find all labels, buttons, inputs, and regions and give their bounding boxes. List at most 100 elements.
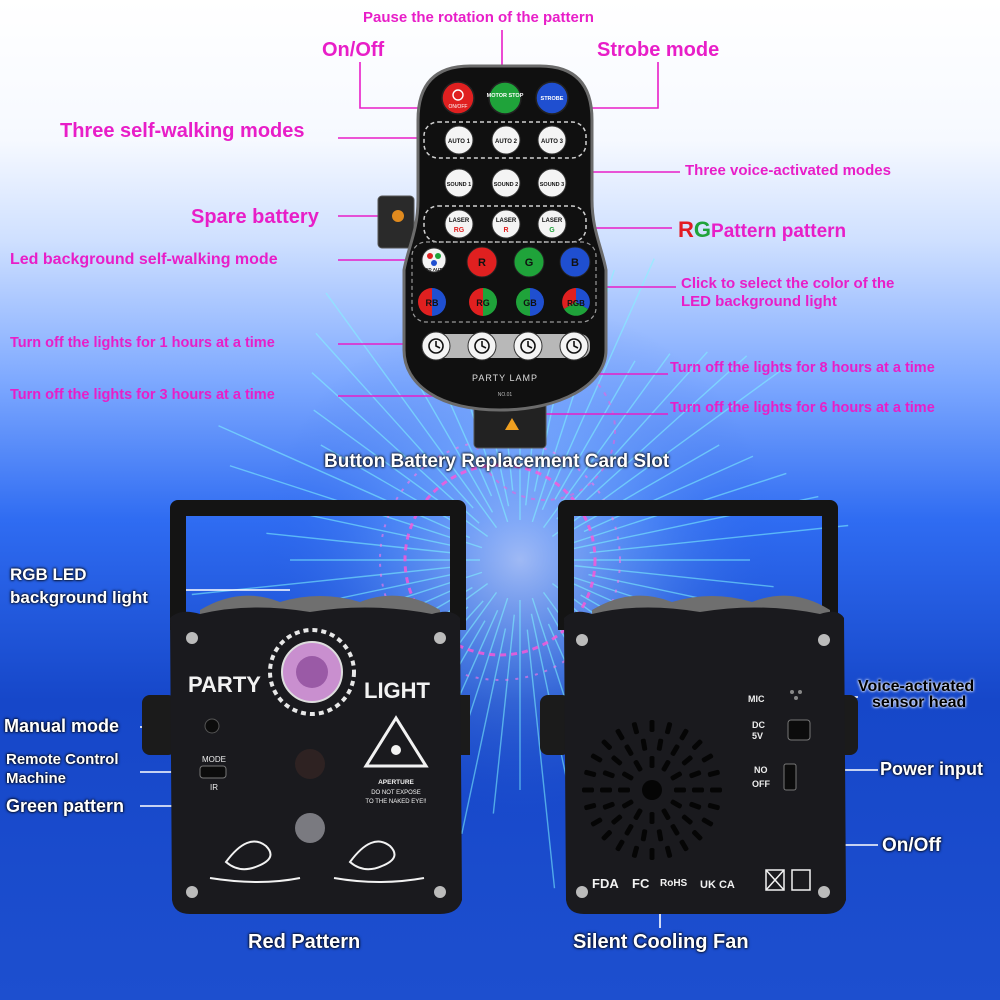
sound-3-label: SOUND 3: [540, 182, 564, 188]
power-input-port[interactable]: [787, 719, 811, 741]
manual-mode-button[interactable]: [204, 718, 220, 734]
laser-light-back: MIC DC 5V NO OFF FDA FC RoHS UK CA: [540, 500, 858, 914]
laser-ray: [315, 332, 474, 509]
fan-slot: [601, 739, 612, 750]
screw: [186, 886, 198, 898]
fan-slot: [707, 803, 720, 811]
clock-icon: [474, 338, 490, 354]
callout-power-input: Power input: [880, 759, 983, 779]
weee-cross-icon: [765, 869, 785, 891]
timer-6h-button[interactable]: [513, 331, 543, 361]
rg-pattern-text: Pattern pattern: [711, 221, 847, 242]
led-g-label: G: [525, 257, 534, 269]
fan-slot: [615, 728, 625, 741]
led-auto-button[interactable]: LED AUTO: [421, 247, 447, 273]
led-rg-button[interactable]: RG: [469, 288, 497, 316]
warning-line-2: DO NOT EXPOSE: [371, 790, 421, 796]
timer-1h-button[interactable]: [421, 331, 451, 361]
sun-emblem: [268, 628, 356, 716]
fan-slot: [656, 738, 664, 751]
laser-r-label: LASER: [496, 218, 517, 224]
callout-green-pattern: Green pattern: [6, 796, 125, 816]
laser-g-label: LASER: [542, 218, 563, 224]
fan-slot: [665, 845, 673, 858]
timer-3h-button[interactable]: [467, 331, 497, 361]
led-g-button[interactable]: G: [513, 246, 545, 278]
laser-ray: [541, 258, 655, 511]
callout-onoff-top: On/Off: [322, 39, 385, 61]
green-pattern-aperture: [295, 749, 325, 779]
fan-slot: [601, 830, 612, 841]
led-b-label: B: [571, 257, 579, 269]
auto-3-button[interactable]: AUTO 3: [537, 125, 567, 155]
fan-slot: [692, 830, 703, 841]
sound-3-button[interactable]: SOUND 3: [537, 168, 567, 198]
fan-slot: [631, 722, 639, 735]
mode-label: MODE: [202, 755, 226, 764]
callout-pause: Pause the rotation of the pattern: [363, 9, 594, 26]
onoff-button-label: ON/OFF: [449, 104, 468, 110]
weee-icon: [765, 869, 785, 891]
auto-3-label: AUTO 3: [541, 139, 564, 145]
led-rb-button[interactable]: RB: [418, 288, 446, 316]
screw: [186, 632, 198, 644]
callout-rgb-led-2: background light: [10, 588, 148, 607]
off-label: OFF: [752, 779, 770, 789]
auto-1-label: AUTO 1: [448, 139, 471, 145]
fan-slot: [618, 787, 630, 793]
fan-slot: [710, 787, 722, 793]
laser-r-button[interactable]: LASER R: [491, 209, 521, 239]
screw: [818, 634, 830, 646]
laser-g-button[interactable]: LASER G: [537, 209, 567, 239]
laser-ray: [574, 565, 774, 588]
rgb-led-center: [296, 656, 328, 688]
callout-silent-fan: Silent Cooling Fan: [573, 931, 749, 953]
rgb-group-frame: [411, 241, 597, 323]
callout-voice-modes: Three voice-activated modes: [685, 162, 891, 179]
led-b-button[interactable]: B: [559, 246, 591, 278]
cooling-fan-grille: [582, 720, 722, 860]
fan-slot: [640, 738, 648, 751]
screw: [434, 886, 446, 898]
fan-slot: [701, 817, 714, 827]
motor-stop-button[interactable]: MOTOR STOP: [487, 81, 524, 115]
mounting-bracket: [558, 500, 838, 630]
fan-slot: [707, 769, 720, 777]
rg-prefix-g: G: [693, 217, 712, 242]
laser-light-front: PARTY LIGHT MODE IR APERTURE DO NOT EXPO…: [142, 500, 470, 914]
led-r-button[interactable]: R: [466, 246, 498, 278]
mic-hole: [790, 690, 794, 694]
arrow-up-icon: [505, 418, 519, 430]
callout-remote-machine-2: Machine: [6, 770, 67, 787]
callout-spare-battery: Spare battery: [191, 206, 319, 228]
rg-prefix-r: R: [678, 217, 694, 242]
mic-hole: [798, 690, 802, 694]
strobe-button[interactable]: STROBE: [535, 81, 569, 115]
onoff-button[interactable]: ON/OFF: [441, 81, 475, 115]
sound-1-button[interactable]: SOUND 1: [444, 168, 474, 198]
callout-self-walking: Three self-walking modes: [60, 120, 305, 142]
mic-label: MIC: [748, 694, 765, 704]
timer-8h-button[interactable]: [559, 331, 589, 361]
callout-voice-sensor-2: sensor head: [872, 694, 967, 711]
callout-click-select-2: LED background light: [681, 293, 837, 310]
callout-off-3h: Turn off the lights for 3 hours at a tim…: [10, 387, 275, 403]
on-off-switch[interactable]: [783, 763, 797, 791]
sound-2-button[interactable]: SOUND 2: [491, 168, 521, 198]
auto-1-button[interactable]: AUTO 1: [444, 125, 474, 155]
fan-slot: [611, 814, 623, 825]
led-rgb-button[interactable]: RGB: [562, 288, 590, 316]
auto-2-button[interactable]: AUTO 2: [491, 125, 521, 155]
remote-model: NO.01: [498, 392, 513, 398]
led-gb-button[interactable]: GB: [516, 288, 544, 316]
fan-slot: [615, 839, 625, 852]
dc-label: DC: [752, 720, 765, 730]
callout-battery-slot: Button Battery Replacement Card Slot: [324, 451, 670, 472]
spare-battery: [377, 195, 415, 249]
laser-rg-button[interactable]: LASER RG: [444, 209, 474, 239]
laser-rg-label: LASER: [449, 218, 470, 224]
mode-switch[interactable]: [199, 765, 227, 779]
screw: [576, 634, 588, 646]
laser-ray: [556, 351, 708, 520]
